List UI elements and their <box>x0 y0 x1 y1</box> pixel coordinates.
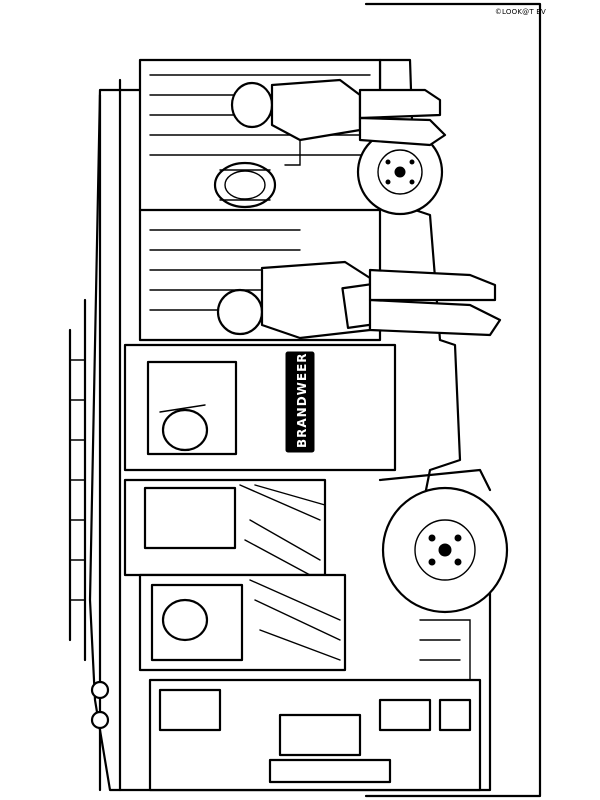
firefighter-top <box>230 78 447 166</box>
cab-front-window <box>138 573 347 672</box>
front-bumper <box>90 619 482 792</box>
ladder <box>68 78 122 792</box>
rear-wheel <box>356 128 444 216</box>
sign-plate <box>285 351 315 453</box>
truck-door: BRANDWEER <box>123 343 397 472</box>
front-wheel <box>378 468 509 614</box>
background-frame <box>364 2 542 798</box>
cab-middle-window <box>123 478 327 577</box>
firefighter-middle <box>216 260 502 340</box>
hose-reel <box>213 161 277 209</box>
door-sign-text: BRANDWEER <box>295 352 309 448</box>
copyright-label: ©LOOK@T BV <box>494 8 546 16</box>
